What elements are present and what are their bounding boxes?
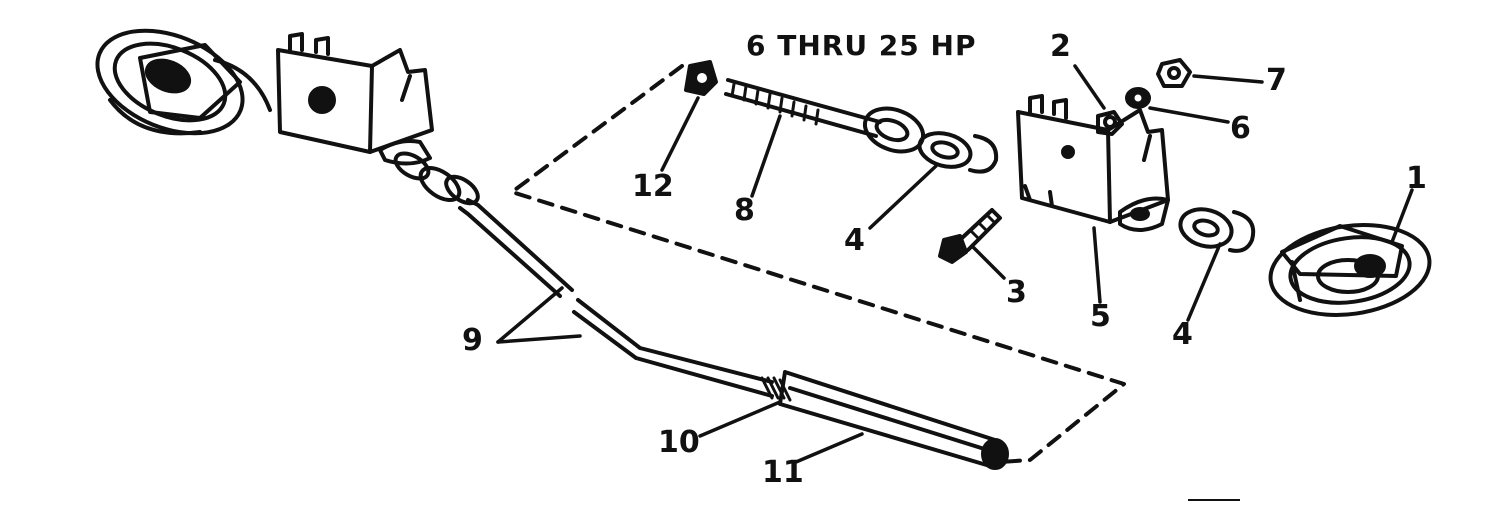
rod-part-9 bbox=[458, 198, 774, 398]
link-chain bbox=[393, 151, 480, 206]
callout-5: 5 bbox=[1090, 299, 1111, 334]
leader-lines bbox=[496, 64, 1414, 464]
diagram-title: 6 THRU 25 HP bbox=[746, 29, 977, 62]
nut-part-7 bbox=[1156, 58, 1192, 88]
callout-1: 1 bbox=[1406, 161, 1427, 196]
nut-part-12 bbox=[684, 60, 718, 96]
callout-12: 12 bbox=[632, 169, 674, 204]
callout-9: 9 bbox=[462, 323, 483, 358]
callout-4-left: 4 bbox=[844, 223, 865, 258]
callout-6: 6 bbox=[1230, 111, 1251, 146]
callout-7: 7 bbox=[1266, 63, 1287, 98]
callout-3: 3 bbox=[1006, 275, 1027, 310]
right-bracket-part-5 bbox=[1016, 94, 1170, 232]
handle-grip-part-11 bbox=[778, 370, 1009, 470]
washer-part-2 bbox=[1096, 110, 1124, 136]
callout-8: 8 bbox=[734, 193, 755, 228]
callout-10: 10 bbox=[658, 425, 700, 460]
callout-4-right: 4 bbox=[1172, 317, 1193, 352]
dashed-group-outline bbox=[510, 64, 1126, 464]
callout-2: 2 bbox=[1050, 29, 1071, 64]
screw-part-3 bbox=[938, 208, 1002, 264]
callout-11: 11 bbox=[762, 455, 804, 490]
right-pulley-part-1 bbox=[1268, 223, 1432, 317]
clip-part-4-left bbox=[917, 131, 999, 174]
left-bracket bbox=[276, 32, 434, 166]
lockwasher-part-6 bbox=[1125, 87, 1151, 109]
eye-bolt-part-8 bbox=[724, 78, 926, 154]
left-pulley bbox=[95, 28, 272, 136]
clip-part-4-right bbox=[1178, 207, 1256, 253]
